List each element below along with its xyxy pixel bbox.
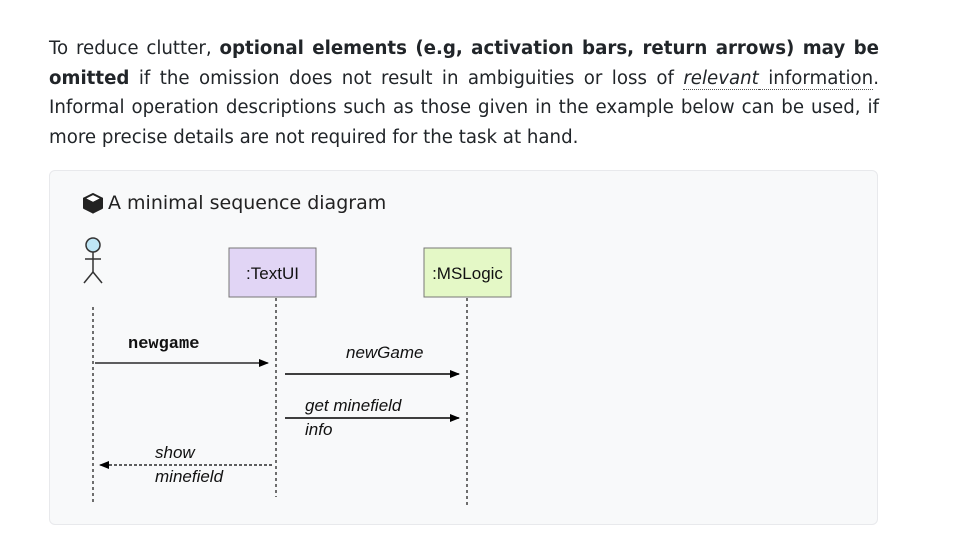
message-getminefield-label-2: info (305, 420, 332, 439)
relevant-tooltip[interactable]: relevant (683, 67, 759, 90)
para-rest: . Informal operation descriptions such a… (49, 67, 880, 148)
message-showminefield-label-1: show (155, 443, 196, 462)
participant-textui-label: :TextUI (246, 264, 299, 283)
para-bold: optional elements (e.g, activation bars,… (49, 38, 879, 89)
information-tooltip[interactable]: information (758, 67, 874, 90)
participant-mslogic: :MSLogic (423, 247, 512, 298)
para-lead: To reduce clutter, (49, 38, 220, 59)
participant-textui: :TextUI (228, 247, 317, 298)
intro-paragraph: To reduce clutter, optional elements (e.… (49, 34, 879, 152)
box-title-text: A minimal sequence diagram (108, 192, 387, 214)
participant-mslogic-label: :MSLogic (432, 264, 503, 283)
message-getminefield-label-1: get minefield (305, 396, 402, 415)
box-title: A minimal sequence diagram (82, 190, 386, 216)
package-icon (83, 193, 103, 214)
diagram-box (49, 170, 878, 525)
message-newgame-label: newgame (128, 335, 199, 354)
para-mid: if the omission does not result in ambig… (129, 67, 684, 89)
message-newGame-label: newGame (346, 343, 423, 362)
actor-user (83, 237, 103, 284)
message-showminefield-label-2: minefield (155, 467, 224, 486)
